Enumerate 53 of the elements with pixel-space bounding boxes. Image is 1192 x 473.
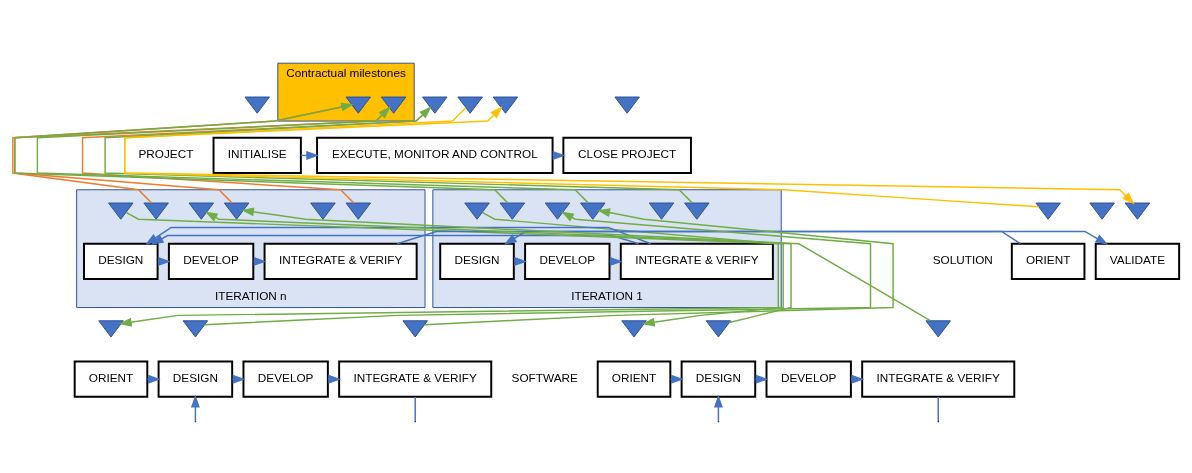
arrow [36, 106, 590, 204]
connector [414, 396, 416, 423]
label: SOLUTION [932, 253, 993, 267]
node-triangle [244, 96, 270, 114]
arrow [190, 394, 200, 423]
node-triangle [705, 320, 732, 338]
node-box: INTEGRATE & VERIFY [619, 242, 774, 281]
node-triangle [684, 202, 710, 220]
arrow [713, 394, 723, 423]
arrow [231, 374, 246, 384]
node-triangle [1124, 202, 1151, 220]
node-box: INTEGRATE & VERIFY [861, 360, 1016, 398]
node-box: ORIENT [1010, 242, 1086, 281]
node-triangle [143, 202, 169, 220]
node-triangle [223, 202, 250, 220]
arrow [669, 374, 684, 384]
arrow [754, 374, 769, 384]
node-triangle [621, 320, 647, 338]
node-triangle [648, 202, 675, 220]
connector [937, 396, 939, 423]
node-triangle [614, 96, 640, 114]
label: SOFTWARE [511, 371, 578, 385]
node-box: CLOSE PROJECT [562, 136, 692, 175]
node-triangle [457, 96, 483, 114]
node-triangle [580, 202, 606, 220]
node-box: INTEGRATE & VERIFY [338, 360, 493, 398]
arrow [423, 208, 894, 326]
node-triangle [402, 320, 428, 338]
node-triangle [1089, 202, 1115, 220]
node-triangle [182, 320, 209, 338]
node-triangle [492, 96, 519, 114]
node-triangle [310, 202, 336, 220]
node-triangle [1035, 202, 1061, 220]
node-box: VALIDATE [1094, 242, 1181, 281]
node-triangle [380, 96, 407, 114]
node-triangle [544, 202, 571, 220]
arrow [104, 106, 694, 204]
arrow [503, 230, 1022, 245]
node-triangle [925, 320, 951, 338]
node-box: INITIALISE [212, 136, 302, 175]
label: PROJECT [138, 147, 194, 161]
node-triangle [499, 202, 526, 220]
arrow [14, 102, 509, 204]
node-triangle [345, 96, 372, 114]
node-triangle [108, 202, 134, 220]
arrow [241, 207, 932, 322]
node-triangle [98, 320, 124, 338]
node-triangle [345, 202, 372, 220]
arrow [146, 374, 161, 384]
node-triangle [464, 202, 490, 220]
node-triangle [188, 202, 215, 220]
node-triangle [422, 96, 448, 114]
node-box: INTEGRATE & VERIFY [263, 242, 418, 281]
